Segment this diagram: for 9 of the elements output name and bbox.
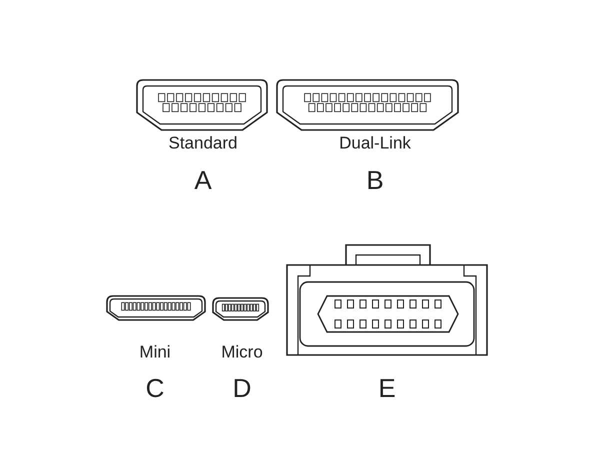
connector-label: Micro [221, 344, 263, 360]
connector-label: Standard [168, 134, 238, 152]
type-letter: B [366, 167, 384, 193]
type-letter: C [146, 375, 164, 401]
type-letter: A [194, 167, 212, 193]
connector-label: Mini [139, 344, 171, 360]
type-letter: D [232, 375, 252, 401]
connector-label: Dual-Link [339, 134, 411, 152]
type-letter: E [378, 375, 396, 401]
